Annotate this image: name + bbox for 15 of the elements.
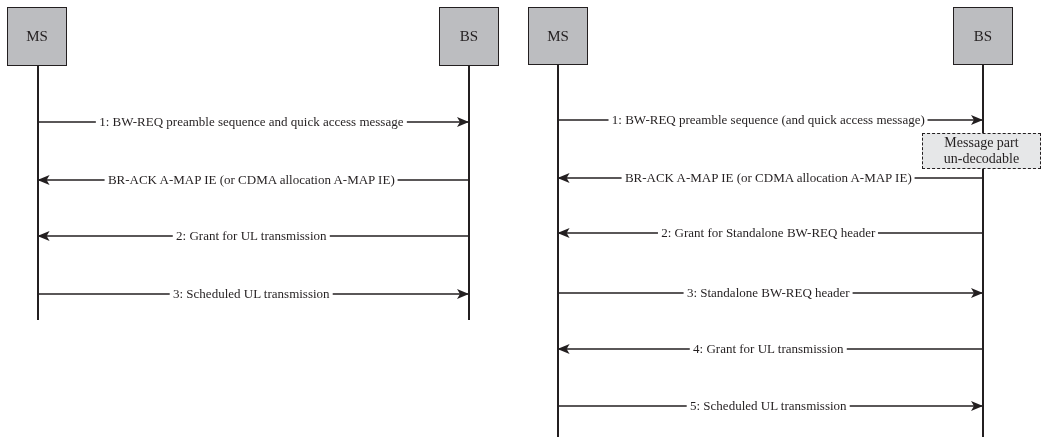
participant-box: BS: [439, 7, 499, 66]
lifeline: [37, 66, 39, 320]
edge-label: BR-ACK A-MAP IE (or CDMA allocation A-MAP IE): [104, 172, 398, 188]
edge-label: 1: BW-REQ preamble sequence and quick access message: [96, 114, 407, 130]
participant-box: MS: [7, 7, 67, 66]
lifeline: [557, 65, 559, 437]
edge-label: 2: Grant for Standalone BW-REQ header: [658, 225, 879, 241]
edge-label: 3: Standalone BW-REQ header: [683, 285, 853, 301]
participant-box: MS: [528, 7, 588, 65]
lifeline: [468, 66, 470, 320]
lifeline: [982, 65, 984, 437]
note-box: Message part un-decodable: [922, 133, 1041, 169]
edge-label: 1: BW-REQ preamble sequence (and quick access message): [608, 112, 928, 128]
participant-box: BS: [953, 7, 1013, 65]
edge-label: BR-ACK A-MAP IE (or CDMA allocation A-MAP IE): [621, 170, 915, 186]
